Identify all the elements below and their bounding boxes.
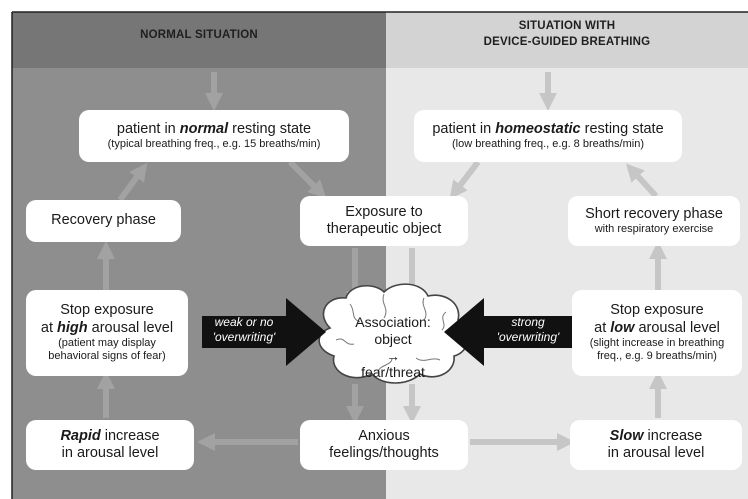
left-panel xyxy=(12,12,386,499)
right-recovery-line1: Short recovery phase xyxy=(585,205,723,222)
exposure-line1: Exposure to xyxy=(345,203,423,220)
left-resting-emphasis: normal xyxy=(179,120,229,137)
right-header-band xyxy=(386,12,748,68)
right-header-line2: DEVICE-GUIDED BREATHING xyxy=(483,35,651,48)
tag-strong-overwriting: strong 'overwriting' xyxy=(484,315,572,345)
right-resting-emphasis: homeostatic xyxy=(495,120,581,137)
right-header: SITUATION WITH DEVICE-GUIDED BREATHING xyxy=(386,19,748,50)
left-stop-sub1: (patient may display xyxy=(58,337,156,350)
left-increase-line2: in arousal level xyxy=(61,445,159,461)
exposure-line2: therapeutic object xyxy=(326,221,442,237)
box-exposure-therapeutic-object: Exposure to therapeutic object xyxy=(300,196,468,246)
right-recovery-subtext: with respiratory exercise xyxy=(594,223,714,236)
arrow-left-recovery-to-rest xyxy=(117,162,148,202)
right-stop-emphasis: low xyxy=(610,319,635,336)
box-left-rapid-increase: Rapid increase in arousal level xyxy=(26,420,194,470)
right-increase-suffix: increase xyxy=(643,427,703,444)
right-header-line1: SITUATION WITH xyxy=(518,20,616,32)
box-right-resting-state: patient in homeostatic resting state (lo… xyxy=(414,110,682,162)
right-increase-line2: in arousal level xyxy=(607,445,705,461)
arrow-right-rest-to-exposure xyxy=(449,160,481,200)
left-increase-suffix: increase xyxy=(100,427,160,444)
left-recovery-label: Recovery phase xyxy=(51,212,156,229)
strong-tag-line2: 'overwriting' xyxy=(496,330,560,344)
right-stop-sub2: freq., e.g. 9 breaths/min) xyxy=(597,350,717,363)
right-stop-prefix: at xyxy=(594,319,611,336)
box-right-stop-exposure: Stop exposure at low arousal level (slig… xyxy=(572,290,742,376)
left-resting-prefix: patient in xyxy=(116,120,180,137)
box-anxious-feelings: Anxious feelings/thoughts xyxy=(300,420,468,470)
arrow-strong-overwriting xyxy=(444,298,572,366)
association-line1: Association: xyxy=(355,314,431,330)
left-increase-emphasis: Rapid xyxy=(60,427,101,444)
association-object: object xyxy=(374,330,412,347)
left-resting-subtext: (typical breathing freq., e.g. 15 breath… xyxy=(107,138,321,151)
box-right-short-recovery: Short recovery phase with respiratory ex… xyxy=(568,196,740,246)
arrow-left-rest-to-exposure xyxy=(287,159,327,199)
association-arrow-icon: → xyxy=(386,347,400,364)
right-resting-prefix: patient in xyxy=(432,120,496,137)
box-right-slow-increase: Slow increase in arousal level xyxy=(570,420,742,470)
weak-tag-line1: weak or no xyxy=(214,315,274,329)
left-resting-suffix: resting state xyxy=(228,120,312,137)
right-panel xyxy=(386,12,748,499)
right-increase-emphasis: Slow xyxy=(609,427,644,444)
arrow-weak-overwriting xyxy=(202,298,326,366)
right-resting-suffix: resting state xyxy=(580,120,664,137)
arrow-right-recovery-to-rest xyxy=(625,163,659,199)
left-stop-sub2: behavioral signs of fear) xyxy=(48,350,166,363)
right-stop-line1: Stop exposure xyxy=(610,302,704,319)
left-stop-prefix: at xyxy=(40,319,58,336)
association-target: fear/threat xyxy=(361,364,425,381)
tag-weak-overwriting: weak or no 'overwriting' xyxy=(202,315,286,345)
weak-tag-line2: 'overwriting' xyxy=(212,330,276,344)
left-stop-emphasis: high xyxy=(57,319,88,336)
right-resting-subtext: (low breathing freq., e.g. 8 breaths/min… xyxy=(452,138,644,151)
box-left-stop-exposure: Stop exposure at high arousal level (pat… xyxy=(26,290,188,376)
left-stop-line1: Stop exposure xyxy=(60,302,154,319)
anxious-line2: feelings/thoughts xyxy=(329,445,439,461)
strong-tag-line1: strong xyxy=(511,315,545,329)
left-header-band xyxy=(12,12,386,68)
right-stop-sub1: (slight increase in breathing xyxy=(589,337,725,350)
anxious-line1: Anxious xyxy=(358,427,410,444)
left-header: NORMAL SITUATION xyxy=(12,28,386,44)
box-left-resting-state: patient in normal resting state (typical… xyxy=(79,110,349,162)
left-header-title: NORMAL SITUATION xyxy=(140,29,258,41)
box-left-recovery: Recovery phase xyxy=(26,200,181,242)
left-stop-suffix: arousal level xyxy=(87,319,174,336)
right-stop-suffix: arousal level xyxy=(634,319,720,336)
association-label: Association: object→fear/threat xyxy=(318,314,468,381)
